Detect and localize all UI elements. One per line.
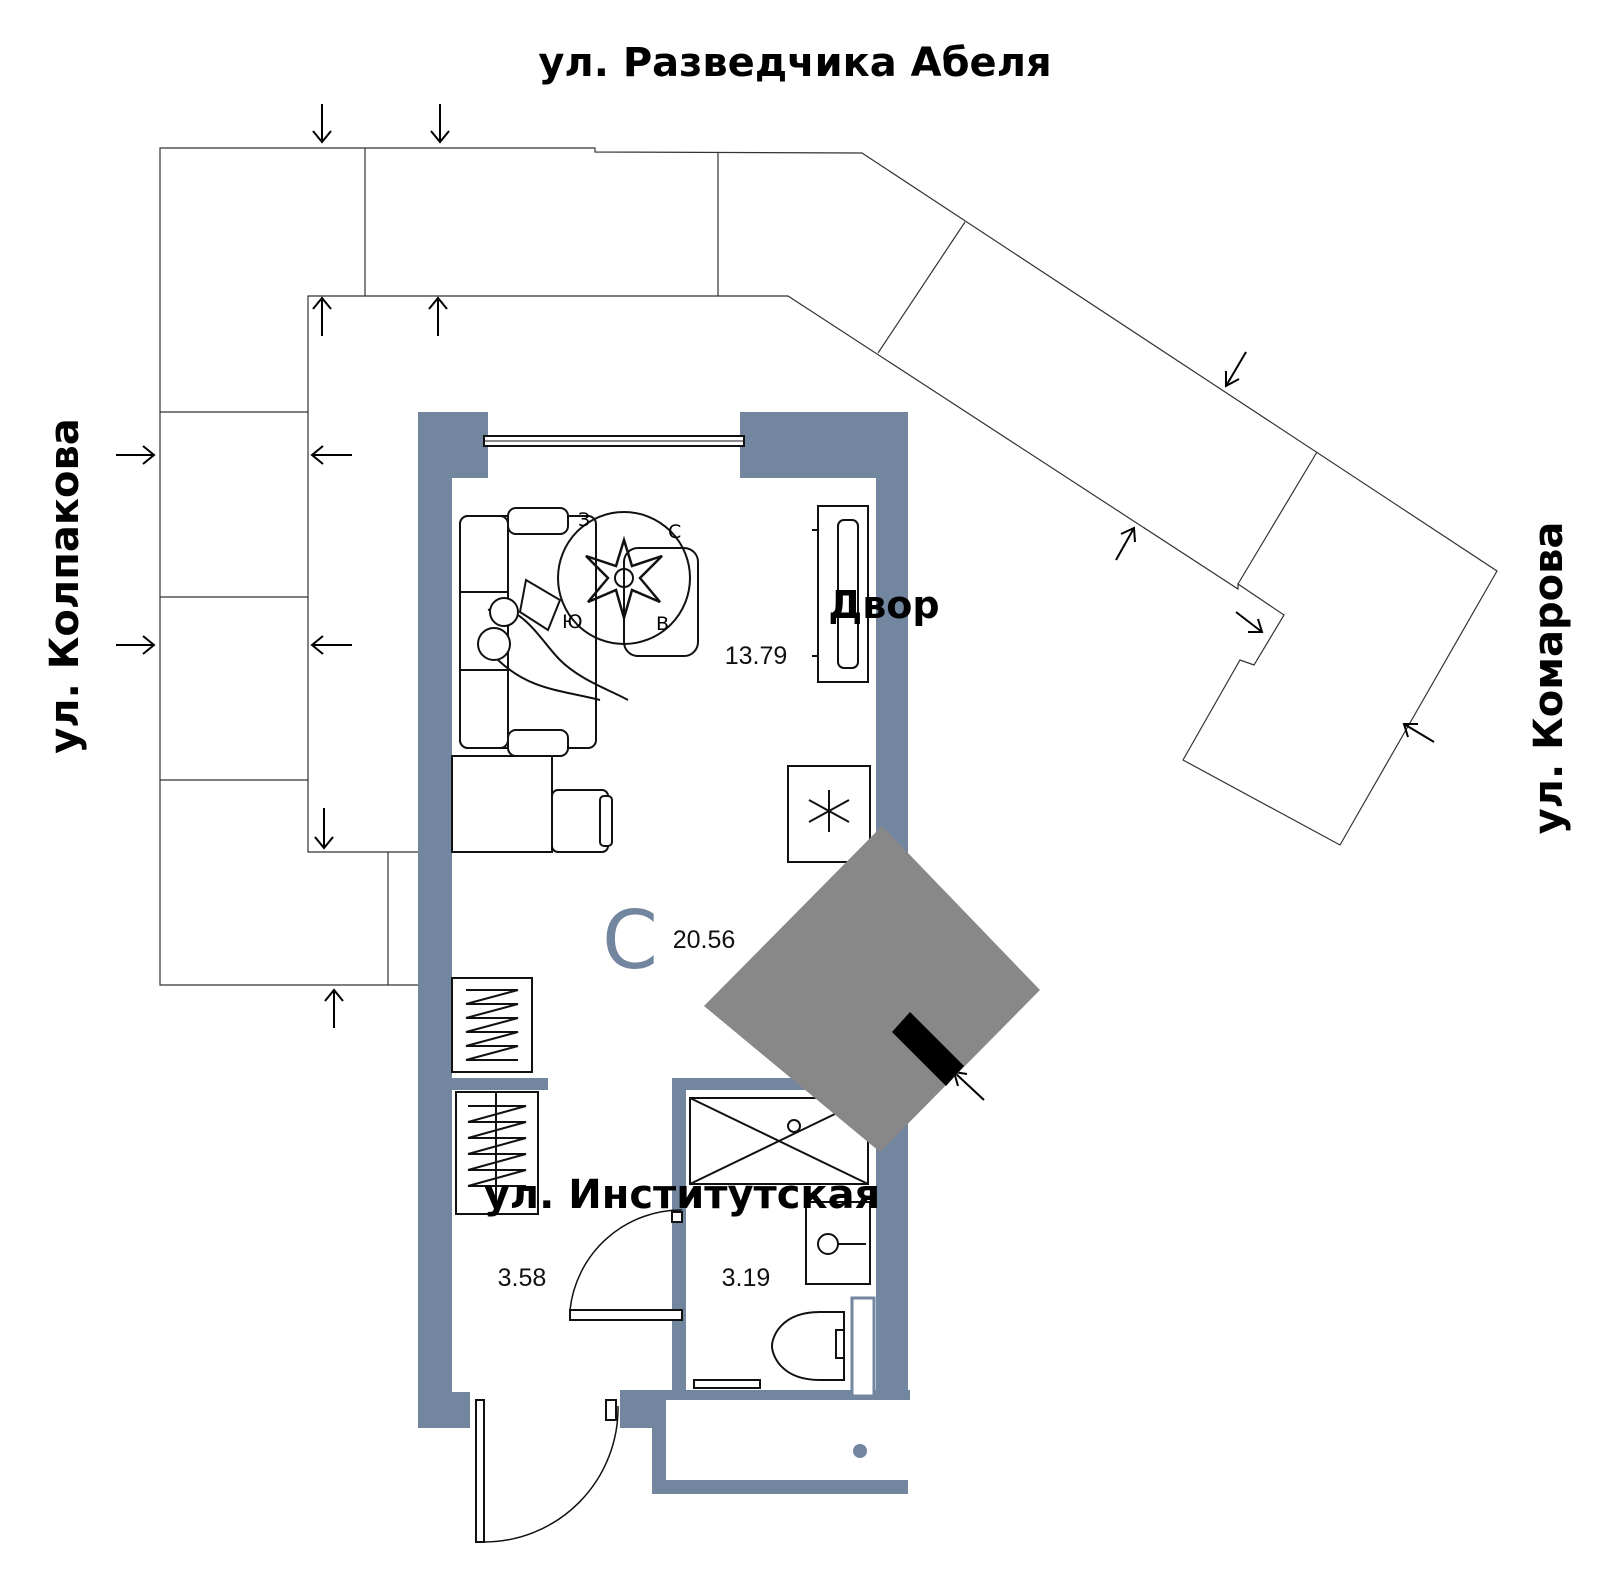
arrow-right-2 [116, 635, 156, 655]
compass-east: В [656, 613, 669, 635]
arrow-down-1 [312, 104, 332, 144]
arrow-diag-1 [1225, 351, 1247, 388]
entrance-door [475, 1399, 619, 1543]
street-bottom: ул. Институтская [484, 1172, 881, 1218]
compass-south: Ю [562, 611, 583, 633]
arrow-diag-3 [1235, 611, 1264, 633]
compass-west: З [578, 509, 590, 531]
window [483, 435, 745, 447]
arrow-diag-2 [1115, 526, 1136, 561]
bath-area-label: 3.19 [722, 1264, 771, 1292]
arrow-up-2 [428, 296, 448, 336]
snowflake-icon [808, 790, 850, 832]
compass-north: С [668, 521, 681, 543]
fridge [787, 765, 871, 863]
tv-cabinet [812, 505, 869, 683]
desk [451, 755, 613, 853]
wardrobe-2 [455, 1091, 539, 1215]
arrow-left-2 [310, 635, 352, 655]
arrow-up-3 [324, 988, 344, 1028]
arrow-down-2 [430, 104, 450, 144]
arrow-diag-4 [1402, 723, 1435, 743]
wardrobe-1 [451, 977, 533, 1073]
arrow-left-1 [310, 445, 352, 465]
street-left: ул. Колпакова [42, 418, 88, 754]
hall-area-label: 3.58 [498, 1264, 547, 1292]
arrow-right-1 [116, 445, 156, 465]
total-area-label: 20.56 [673, 926, 736, 954]
entrance-gap [470, 1388, 620, 1430]
sink [805, 1201, 871, 1285]
entrance-bar [892, 1012, 964, 1086]
street-right: ул. Комарова [1526, 522, 1572, 835]
apartment-type-letter: С [602, 894, 658, 987]
arrow-up-1 [312, 296, 332, 336]
arrow-diag-6 [952, 1070, 985, 1101]
yard-label: Двор [828, 583, 939, 627]
compass: С З Ю В [557, 509, 691, 645]
arrow-down-3 [314, 808, 334, 850]
partitions [452, 478, 910, 1494]
compass-star-icon [585, 535, 663, 623]
drain-dot [853, 1444, 867, 1458]
balcony-floor [666, 1400, 908, 1480]
toilet [770, 1311, 845, 1381]
radiator [693, 1379, 761, 1389]
living-area-label: 13.79 [725, 642, 788, 670]
street-top: ул. Разведчика Абеля [538, 40, 1051, 86]
bath-door [569, 1209, 683, 1321]
